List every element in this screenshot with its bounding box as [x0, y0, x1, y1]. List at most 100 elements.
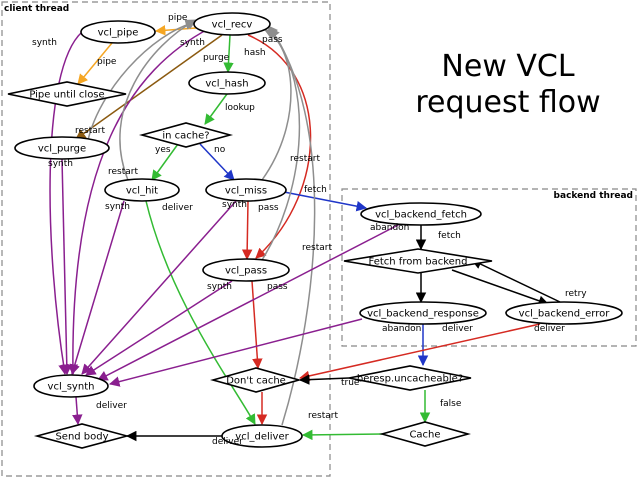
edge-label-beresp-uncacheable-to-cache: false: [440, 399, 462, 409]
node-in-cache: in cache?: [138, 122, 234, 148]
edge-label-vcl-backend-error-to-fetch-backend: retry: [565, 289, 587, 299]
edge-label-beresp-uncacheable-to-dont-cache: true: [341, 378, 360, 388]
edge-label-vcl-purge-to-vcl-synth: synth: [48, 159, 73, 169]
region-client-border: [1, 1, 331, 477]
edge-vcl-synth-to-send-body: [72, 396, 83, 426]
node-vcl-backend-response-label: vcl_backend_response: [367, 309, 479, 320]
edge-vcl-hit-to-vcl-recv: [119, 19, 197, 181]
edge-label-vcl-purge-to-vcl-recv: restart: [75, 126, 105, 136]
edge-label-vcl-pass-to-dont-cache: pass: [267, 282, 288, 292]
node-vcl-recv-label: vcl_recv: [212, 20, 253, 31]
edge-vcl-pass-to-vcl-recv: [261, 25, 301, 261]
node-send-body-label: Send body: [55, 432, 108, 443]
node-vcl-pipe-ellipse: [80, 20, 156, 44]
edge-label-in-cache-to-vcl-miss: no: [214, 145, 226, 155]
node-in-cache-diamond: [138, 122, 234, 148]
node-vcl-recv: vcl_recv: [193, 12, 271, 36]
edge-label-vcl-miss-to-vcl-backend-fetch: fetch: [304, 185, 327, 195]
node-pipe-close-diamond: [7, 81, 127, 107]
edge-label-vcl-pipe-to-pipe-close: pipe: [97, 57, 117, 67]
node-vcl-backend-error-label: vcl_backend_error: [519, 309, 611, 320]
node-vcl-backend-error: vcl_backend_error: [505, 301, 623, 325]
edge-label-in-cache-to-vcl-hit: yes: [155, 145, 171, 155]
edge-label-vcl-pipe-to-vcl-synth: synth: [32, 38, 57, 48]
node-pipe-close-label: Pipe until close: [29, 90, 104, 101]
diagram-title-line2: request flow: [415, 85, 600, 120]
node-vcl-miss-ellipse: [205, 178, 287, 202]
node-vcl-pass-label: vcl_pass: [225, 266, 267, 277]
edge-vcl-pipe-to-pipe-close: [77, 42, 113, 85]
node-vcl-hash-ellipse: [188, 71, 266, 95]
node-vcl-miss: vcl_miss: [205, 178, 287, 202]
node-vcl-miss-label: vcl_miss: [225, 186, 267, 197]
node-fetch-backend-diamond: [343, 248, 493, 274]
node-vcl-purge: vcl_purge: [14, 136, 110, 160]
node-dont-cache-diamond: [210, 367, 302, 393]
node-vcl-backend-response-ellipse: [359, 301, 487, 325]
node-vcl-pipe-label: vcl_pipe: [98, 28, 139, 39]
edge-beresp-uncacheable-to-dont-cache: [298, 374, 350, 385]
edge-label-vcl-backend-fetch-to-fetch-backend: fetch: [438, 231, 461, 241]
region-backend-border: [341, 188, 637, 347]
node-send-body-diamond: [33, 423, 131, 449]
node-vcl-synth-ellipse: [33, 374, 109, 398]
node-fetch-backend: Fetch from backend: [343, 248, 493, 274]
edge-vcl-miss-to-vcl-backend-fetch: [283, 191, 368, 212]
edge-label-vcl-backend-response-to-vcl-synth: abandon: [382, 324, 421, 334]
edge-label-vcl-pass-to-vcl-synth: synth: [207, 282, 232, 292]
edge-label-vcl-backend-fetch-to-vcl-synth: abandon: [370, 223, 409, 233]
node-send-body: Send body: [33, 423, 131, 449]
edge-vcl-hit-to-vcl-synth: [69, 200, 125, 376]
region-backend-label: backend thread: [554, 191, 633, 201]
edge-vcl-recv-to-vcl-pass: [247, 34, 312, 259]
edge-label-vcl-synth-to-send-body: deliver: [96, 401, 127, 411]
node-beresp-uncacheable-diamond: [348, 365, 472, 391]
node-vcl-backend-fetch: vcl_backend_fetch: [360, 202, 482, 226]
node-vcl-recv-ellipse: [193, 12, 271, 36]
edge-label-vcl-pass-to-vcl-recv: restart: [302, 243, 332, 253]
edge-label-vcl-backend-response-to-beresp-uncacheable: deliver: [442, 324, 473, 334]
edge-label-vcl-hash-to-in-cache: lookup: [225, 103, 255, 113]
region-backend: backend thread: [341, 188, 637, 347]
edge-label-vcl-recv-to-vcl-pipe: pipe: [168, 13, 188, 23]
node-vcl-synth: vcl_synth: [33, 374, 109, 398]
node-cache-label: Cache: [409, 430, 440, 441]
diagram-title-line1: New VCL: [441, 49, 574, 84]
edge-label-vcl-hit-to-vcl-recv: restart: [108, 167, 138, 177]
node-dont-cache: Don't cache: [210, 367, 302, 393]
edge-label-vcl-recv-to-vcl-pass: pass: [262, 35, 283, 45]
edge-vcl-recv-to-vcl-purge: [75, 34, 223, 140]
edge-vcl-deliver-to-vcl-recv: [269, 27, 316, 426]
node-vcl-backend-fetch-label: vcl_backend_fetch: [375, 210, 467, 221]
edge-vcl-backend-error-to-dont-cache: [298, 323, 541, 382]
node-pipe-close: Pipe until close: [7, 81, 127, 107]
edge-vcl-backend-fetch-to-vcl-synth: [97, 223, 401, 381]
edge-vcl-hit-to-vcl-deliver: [145, 200, 256, 425]
edge-label-vcl-hit-to-vcl-deliver: deliver: [162, 203, 193, 213]
edge-vcl-purge-to-vcl-synth: [61, 158, 73, 376]
edge-vcl-pass-to-dont-cache: [251, 280, 263, 370]
node-vcl-hit: vcl_hit: [104, 178, 180, 202]
edge-in-cache-to-vcl-miss: [199, 143, 235, 181]
edge-vcl-backend-error-to-fetch-backend: [471, 259, 561, 303]
edge-vcl-hash-to-in-cache: [204, 93, 228, 125]
edge-label-vcl-hit-to-vcl-synth: synth: [105, 202, 130, 212]
node-vcl-purge-label: vcl_purge: [38, 144, 86, 155]
node-vcl-deliver-label: vcl_deliver: [235, 432, 289, 443]
edge-in-cache-to-vcl-hit: [151, 143, 179, 181]
node-vcl-pass: vcl_pass: [202, 258, 290, 282]
node-cache-diamond: [379, 421, 471, 447]
node-vcl-synth-label: vcl_synth: [48, 382, 95, 393]
edge-vcl-miss-to-vcl-pass: [241, 200, 253, 261]
edge-label-vcl-deliver-to-vcl-recv: restart: [308, 411, 338, 421]
edge-vcl-pipe-to-vcl-synth: [49, 31, 83, 376]
node-vcl-backend-error-ellipse: [505, 301, 623, 325]
edge-label-vcl-miss-to-vcl-recv: restart: [290, 154, 320, 164]
edge-label-vcl-miss-to-vcl-pass: pass: [258, 203, 279, 213]
node-vcl-backend-fetch-ellipse: [360, 202, 482, 226]
edge-vcl-miss-to-vcl-synth: [81, 200, 237, 375]
edge-vcl-backend-response-to-vcl-synth: [108, 318, 363, 387]
edge-label-vcl-recv-to-vcl-synth: synth: [180, 38, 205, 48]
